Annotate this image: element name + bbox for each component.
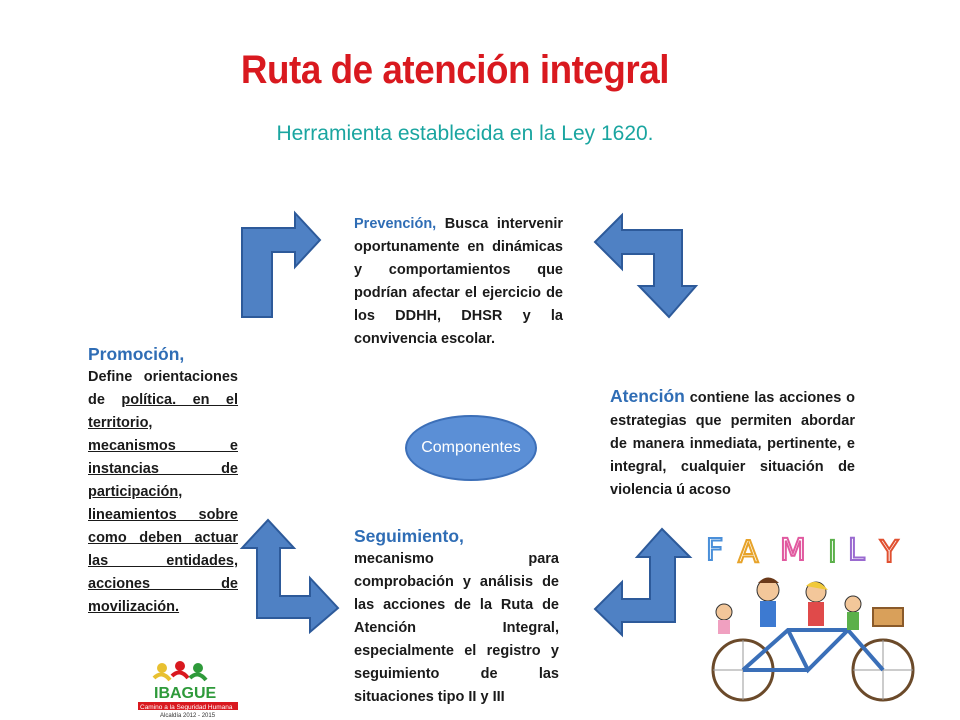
atencion-block: Atención contiene las acciones o estrate… (610, 385, 855, 502)
seguimiento-text: mecanismo para comprobación y análisis d… (354, 551, 559, 705)
ibague-logo: IBAGUE Camino a la Seguridad Humana Alca… (138, 661, 238, 718)
promocion-text: Define orientaciones de (88, 369, 238, 408)
arrow-up-right-icon (241, 210, 322, 318)
componentes-ellipse: Componentes (405, 415, 537, 481)
seguimiento-heading: Seguimiento, (354, 526, 464, 546)
arrow-right-down-icon (593, 212, 699, 319)
arrow-down-right-icon (239, 518, 340, 635)
logo-figures-icon (152, 661, 208, 682)
svg-text:IBAGUE: IBAGUE (154, 685, 217, 702)
componentes-label: Componentes (421, 439, 521, 456)
promocion-text-underlined: política. en el territorio, mecanismos e… (88, 392, 239, 615)
atencion-text: contiene las acciones o estrategias que … (610, 390, 855, 498)
promocion-heading: Promoción, (88, 344, 185, 364)
page-subtitle: Herramienta establecida en la Ley 1620. (276, 122, 654, 145)
svg-text:L: L (848, 533, 865, 568)
prevencion-text: Busca intervenir oportunamente en dinámi… (354, 216, 563, 347)
arrow-up-left-icon (593, 527, 693, 638)
svg-text:M: M (780, 533, 806, 568)
seguimiento-block: Seguimiento, mecanismo para comprobación… (354, 525, 559, 709)
promocion-block: Promoción, Define orientaciones de polít… (88, 343, 238, 619)
atencion-heading: Atención (610, 386, 685, 406)
svg-text:F: F (706, 533, 723, 568)
page-title: Ruta de atención integral (240, 48, 670, 92)
family-word-art: F A M I L Y (705, 532, 900, 571)
family-bicycle-illustration: F A M I L Y (705, 532, 915, 702)
svg-text:Y: Y (879, 535, 899, 570)
svg-text:Camino a la Seguridad Humana: Camino a la Seguridad Humana (140, 704, 233, 711)
prevencion-block: Prevención, Busca intervenir oportunamen… (354, 213, 563, 351)
svg-text:I: I (828, 535, 837, 570)
prevencion-heading: Prevención, (354, 216, 437, 232)
svg-text:A: A (738, 535, 759, 570)
svg-text:Alcaldía 2012 - 2015: Alcaldía 2012 - 2015 (160, 713, 216, 718)
